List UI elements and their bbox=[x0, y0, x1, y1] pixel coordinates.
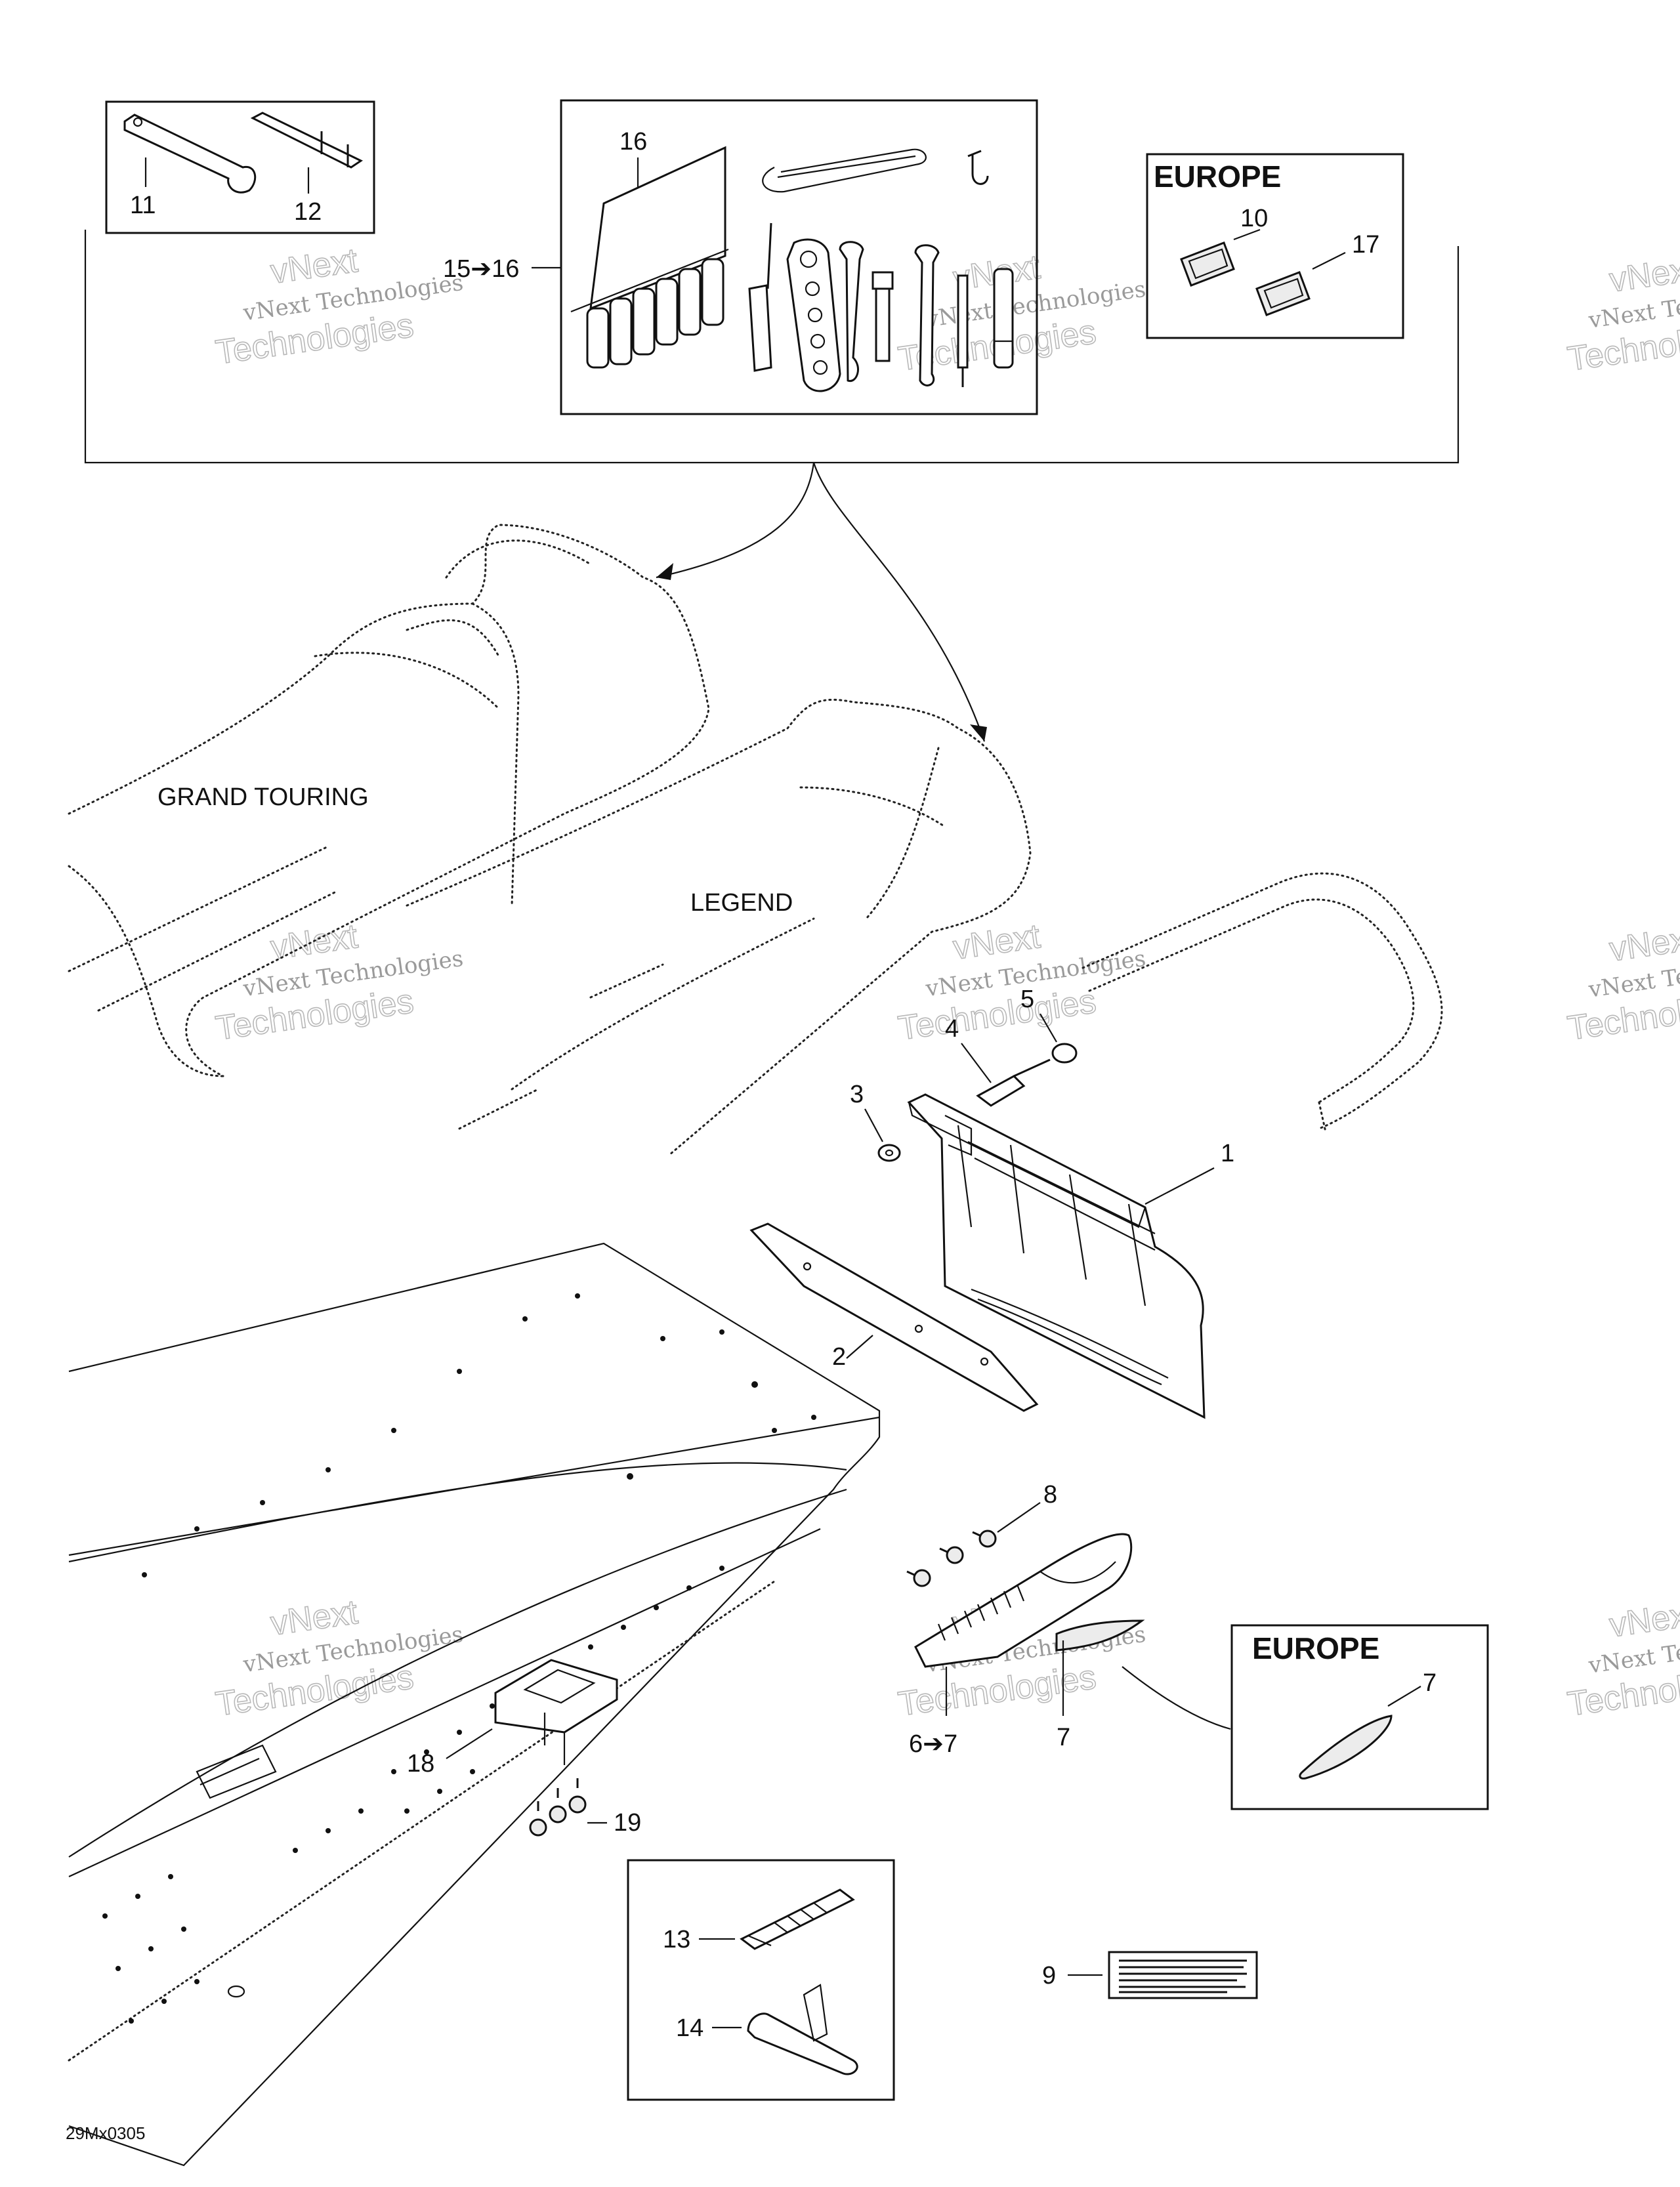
toolkit-bracket bbox=[84, 230, 1460, 742]
part-19-screws: 19 bbox=[529, 1778, 641, 1837]
pin-wrench-12 bbox=[250, 112, 364, 169]
figure-code: 29Mx0305 bbox=[66, 2123, 145, 2143]
clip-box: 13 14 bbox=[627, 1859, 895, 2101]
watermark-text: vNext bbox=[1607, 919, 1680, 969]
callout-5: 5 bbox=[1020, 986, 1034, 1013]
callout-16: 16 bbox=[620, 128, 647, 156]
hook-tool bbox=[967, 150, 989, 185]
part-18-cover: 18 bbox=[407, 1659, 618, 1778]
europe-header: EUROPE bbox=[1154, 159, 1281, 194]
callout-10: 10 bbox=[1240, 205, 1268, 232]
feeler-tool bbox=[957, 274, 969, 387]
model-label-legend: LEGEND bbox=[690, 889, 793, 917]
watermark-text: vNext bbox=[951, 917, 1043, 967]
callout-18: 18 bbox=[407, 1750, 434, 1778]
callout-2: 2 bbox=[832, 1343, 846, 1371]
part-3-washer: 3 bbox=[850, 1081, 901, 1162]
reflector-17 bbox=[1255, 271, 1311, 316]
seat-legend bbox=[406, 698, 1032, 1156]
part-5-ring: 5 bbox=[1020, 986, 1078, 1064]
grab-handle bbox=[1082, 872, 1443, 1133]
part-13-clip bbox=[740, 1888, 855, 1950]
toolkit-box: 16 15➔16 bbox=[443, 99, 1038, 415]
europe-box-bottom: EUROPE 7 bbox=[1230, 1624, 1489, 1810]
callout-13: 13 bbox=[663, 1926, 690, 1953]
tool-pouch bbox=[570, 146, 729, 369]
europe-box-top: EUROPE 10 17 bbox=[1146, 153, 1404, 339]
callout-8: 8 bbox=[1043, 1481, 1057, 1509]
model-label-grand-touring: GRAND TOURING bbox=[158, 783, 369, 811]
watermark-text: vNext bbox=[1607, 250, 1680, 300]
watermark-text: vNext bbox=[268, 1593, 360, 1643]
watermark-text: vNext bbox=[1607, 1595, 1680, 1645]
part-2-plate: 2 bbox=[749, 1222, 1039, 1412]
box-end-wrench bbox=[786, 238, 841, 392]
callout-4: 4 bbox=[945, 1015, 959, 1043]
callout-14: 14 bbox=[676, 2014, 704, 2042]
callout-17: 17 bbox=[1352, 231, 1379, 259]
wrench-box: 11 12 bbox=[105, 100, 375, 234]
part-8-screws: 8 bbox=[906, 1481, 1057, 1587]
tow-strap bbox=[762, 148, 927, 193]
callout-7b: 7 bbox=[1423, 1669, 1437, 1697]
callout-7a: 7 bbox=[1057, 1724, 1070, 1751]
callout-12: 12 bbox=[294, 198, 322, 226]
rivet-pattern bbox=[102, 1293, 816, 2024]
part-9-decal: 9 bbox=[1042, 1951, 1258, 1999]
open-end-wrench-1 bbox=[839, 241, 864, 383]
spark-plug-wrench bbox=[872, 271, 894, 362]
part-14-bracket bbox=[747, 1984, 858, 2075]
callout-15-16: 15➔16 bbox=[443, 255, 519, 283]
callout-6-7: 6➔7 bbox=[909, 1730, 957, 1758]
part-1-snowflap: 1 bbox=[907, 1093, 1234, 1419]
callout-19: 19 bbox=[614, 1809, 641, 1837]
part-6-step: 6➔7 7 bbox=[909, 1533, 1231, 1758]
callout-1: 1 bbox=[1221, 1140, 1234, 1167]
reflector-10 bbox=[1180, 241, 1235, 287]
callout-3: 3 bbox=[850, 1081, 864, 1108]
socket-tool bbox=[993, 268, 1014, 369]
chassis-tunnel bbox=[68, 1242, 881, 2167]
callout-11: 11 bbox=[130, 192, 156, 219]
part-4-rivet: 4 bbox=[945, 1015, 1051, 1107]
callout-9: 9 bbox=[1042, 1962, 1056, 1989]
open-end-wrench-2 bbox=[914, 244, 940, 386]
europe-header: EUROPE bbox=[1252, 1631, 1379, 1665]
seat-grand-touring bbox=[68, 524, 710, 1077]
watermark-text: vNext bbox=[268, 241, 360, 291]
screwdriver bbox=[748, 222, 772, 372]
spanner-wrench-11 bbox=[123, 114, 257, 194]
